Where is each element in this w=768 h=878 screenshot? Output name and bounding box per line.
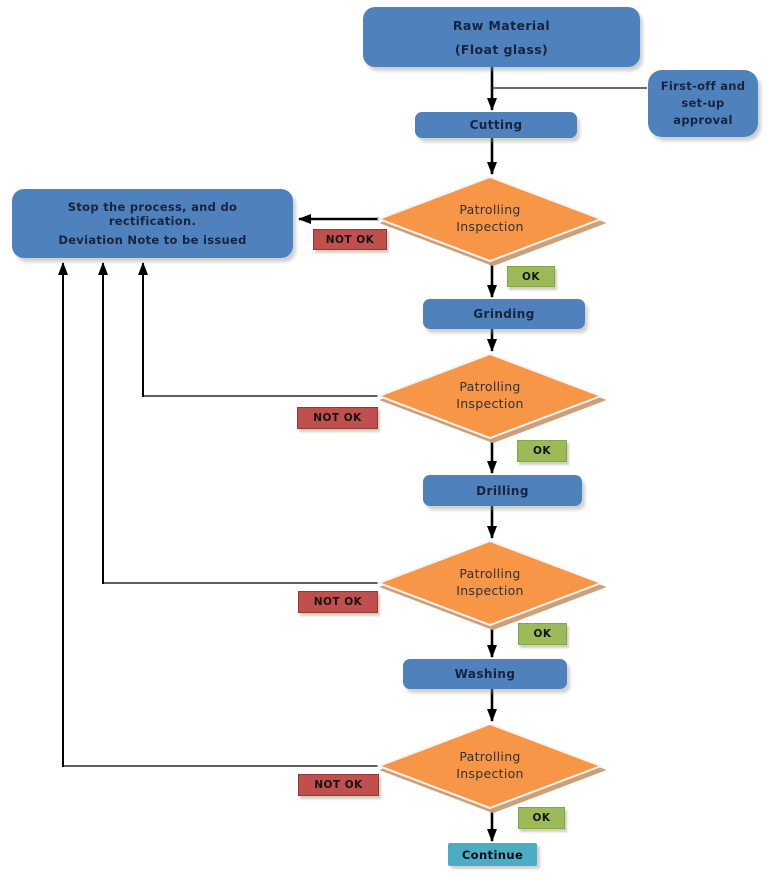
node-cutting: Cutting	[415, 112, 577, 138]
diamond-shape-icon	[377, 353, 603, 439]
badge-not-ok-2: NOT OK	[297, 407, 378, 429]
decision-label: Patrolling Inspection	[456, 566, 524, 598]
drilling-label: Drilling	[476, 483, 529, 498]
decision-diamond-4: Patrolling Inspection	[377, 723, 603, 809]
cutting-label: Cutting	[469, 118, 523, 132]
node-grinding: Grinding	[423, 299, 585, 329]
washing-label: Washing	[454, 667, 516, 681]
node-first-off-approval: First-off and set-up approval	[648, 70, 758, 137]
stop-line-2: Deviation Note to be issued	[58, 233, 247, 248]
badge-ok-1: OK	[507, 266, 555, 287]
decision-diamond-1: Patrolling Inspection	[377, 176, 603, 262]
badge-not-ok-1: NOT OK	[313, 229, 387, 250]
node-stop-rectification: Stop the process, and do rectification. …	[12, 189, 293, 258]
node-drilling: Drilling	[423, 475, 582, 506]
decision-label: Patrolling Inspection	[456, 379, 524, 411]
first-off-label: First-off and set-up approval	[660, 78, 746, 128]
badge-ok-4: OK	[518, 807, 565, 829]
stop-line-1: Stop the process, and do rectification.	[67, 199, 238, 228]
diamond-shape-icon	[377, 540, 603, 626]
node-continue: Continue	[448, 843, 537, 866]
node-raw-material: Raw Material (Float glass)	[363, 7, 640, 67]
raw-material-title: Raw Material	[452, 17, 551, 33]
badge-not-ok-3: NOT OK	[298, 591, 378, 613]
decision-diamond-3: Patrolling Inspection	[377, 540, 603, 626]
diamond-shape-icon	[377, 723, 603, 809]
continue-label: Continue	[461, 847, 524, 862]
grinding-label: Grinding	[473, 307, 535, 321]
decision-label: Patrolling Inspection	[456, 749, 524, 781]
raw-material-subtitle: (Float glass)	[454, 41, 549, 57]
badge-ok-2: OK	[517, 440, 567, 462]
node-washing: Washing	[403, 659, 567, 689]
decision-diamond-2: Patrolling Inspection	[377, 353, 603, 439]
decision-label: Patrolling Inspection	[456, 202, 524, 234]
diamond-shape-icon	[377, 176, 603, 262]
badge-not-ok-4: NOT OK	[298, 774, 379, 796]
badge-ok-3: OK	[518, 623, 567, 645]
